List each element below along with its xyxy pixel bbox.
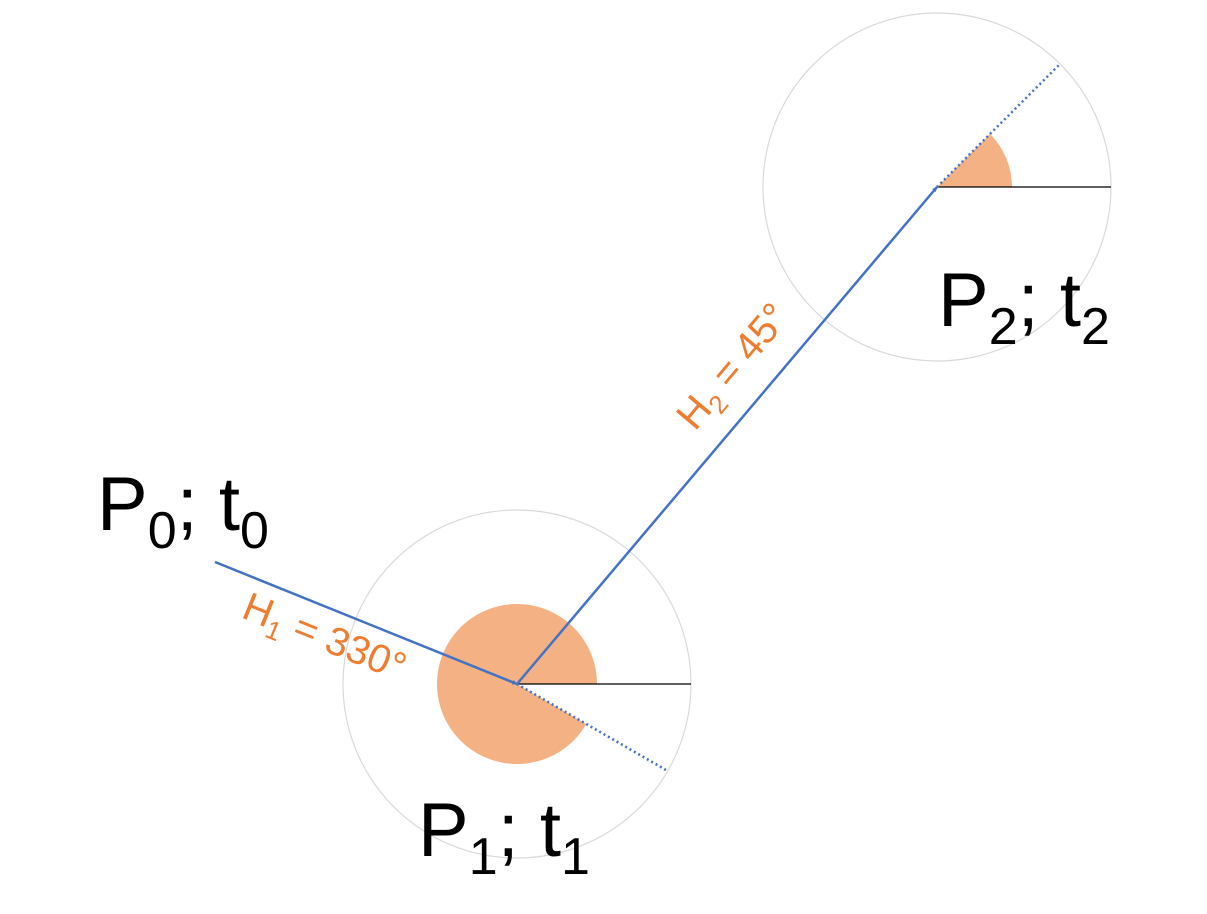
- vector-p0-to-p1: [214, 560, 518, 686]
- p2-heading-angle-sector: [937, 133, 1012, 187]
- h1-heading-label: H1 = 330°: [234, 585, 412, 696]
- p1-label: P1; t1: [418, 788, 590, 886]
- p0-label: P0; t0: [97, 462, 269, 560]
- vector-p1-to-p2: [516, 186, 938, 685]
- p2-heading-extension: [936, 63, 1061, 188]
- p1-heading-extension: [516, 682, 669, 773]
- p2-label: P2; t2: [938, 258, 1110, 356]
